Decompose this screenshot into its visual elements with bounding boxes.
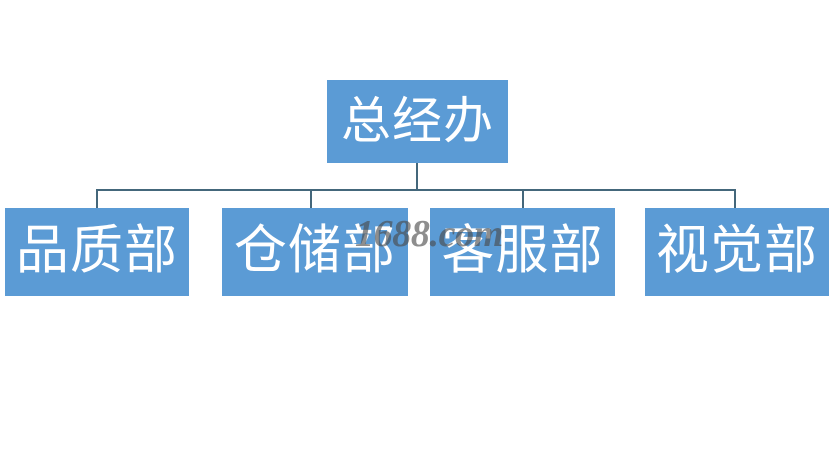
- connector-drop-visual: [734, 189, 736, 208]
- connector-drop-warehouse: [310, 189, 312, 208]
- connector-root-stem: [416, 163, 418, 191]
- org-node-customer-service-department[interactable]: 客服部: [430, 208, 615, 296]
- org-node-label: 品质部: [15, 221, 179, 280]
- org-node-label: 客服部: [441, 221, 604, 280]
- org-node-quality-department[interactable]: 品质部: [5, 208, 189, 296]
- org-node-visual-department[interactable]: 视觉部: [645, 208, 829, 296]
- connector-horizontal-bus: [96, 189, 736, 191]
- org-node-label: 仓储部: [233, 221, 397, 280]
- org-node-general-manager-office[interactable]: 总经办: [327, 80, 508, 163]
- connector-drop-customer-service: [522, 189, 524, 208]
- connector-drop-quality: [96, 189, 98, 208]
- org-node-label: 总经办: [341, 92, 494, 149]
- org-node-warehouse-department[interactable]: 仓储部: [222, 208, 408, 296]
- org-node-label: 视觉部: [655, 221, 819, 280]
